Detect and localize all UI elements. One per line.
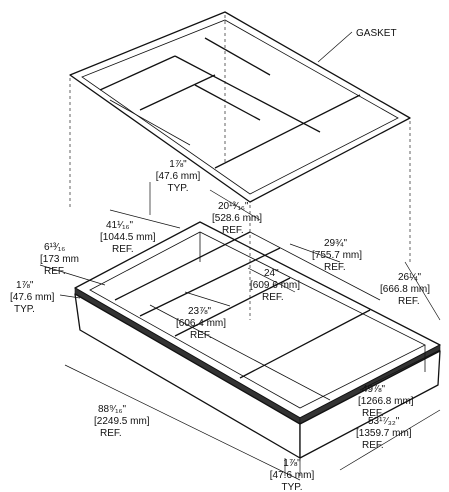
- dim-wall-width-l2: [47.6 mm]: [10, 292, 55, 303]
- curb-cross-support: [239, 309, 371, 379]
- gasket-cross-bar: [139, 74, 216, 111]
- dim-26-1-4-l3: REF.: [398, 296, 420, 307]
- dim-53-17-32-l1: 53¹⁷⁄₃₂": [368, 416, 400, 427]
- gasket-cross-bar: [214, 94, 361, 169]
- dim-29-3-4-l3: REF.: [324, 262, 346, 273]
- dim-6-13-16-l1: 6¹³⁄₁₆: [44, 242, 65, 253]
- gasket-outer-edge: [69, 11, 411, 203]
- dim-bottom-wall-l1: 1⅞": [283, 458, 301, 469]
- gasket-short-bar: [194, 84, 261, 121]
- curb-long-support: [149, 304, 331, 401]
- dimension-labels: 1⅞" [47.6 mm] TYP. 20¹³⁄₁₆" [528.6 mm] R…: [10, 159, 430, 492]
- gasket-short-bar: [204, 37, 271, 76]
- dim-88-9-16-l3: REF.: [100, 428, 122, 439]
- gasket-label: GASKET: [356, 28, 397, 39]
- curb-body: [74, 221, 441, 459]
- dim-23-7-8-l3: REF.: [190, 330, 212, 341]
- dim-88-9-16-l2: [2249.5 mm]: [94, 416, 150, 427]
- dim-gasket-width-l3: TYP.: [168, 183, 189, 194]
- gasket-long-bar: [174, 55, 321, 133]
- dim-gasket-width-l1: 1⅞": [169, 159, 187, 170]
- dim-20-13-16-l1: 20¹³⁄₁₆": [218, 201, 249, 212]
- gasket-long-bar: [109, 99, 191, 146]
- dim-53-17-32-l3: REF.: [362, 440, 384, 451]
- curb-cross-support: [139, 247, 281, 317]
- gasket-leader-line: [317, 31, 353, 63]
- projection-lines: [69, 15, 411, 320]
- gasket-frame: [69, 11, 411, 203]
- gasket-inner-edge: [81, 19, 399, 195]
- curb-side-wall: [299, 350, 441, 459]
- dim-23-7-8-l1: 23⅞": [188, 306, 211, 317]
- dim-26-1-4-l2: [666.8 mm]: [380, 284, 430, 295]
- dimension-lines: [39, 182, 441, 481]
- dim-wall-width-l1: 1⅞": [16, 280, 34, 291]
- dim-bottom-wall-l3: TYP.: [282, 482, 303, 492]
- dim-gasket-width-l2: [47.6 mm]: [156, 171, 201, 182]
- dim-41-1-16-l3: REF.: [112, 244, 134, 255]
- dim-23-7-8-l2: [606.4 mm]: [176, 318, 226, 329]
- gasket-cross-bar: [99, 55, 176, 91]
- dim-41-1-16-l2: [1044.5 mm]: [100, 232, 156, 243]
- dim-53-17-32-l2: [1359.7 mm]: [356, 428, 412, 439]
- dim-wall-width-l3: TYP.: [14, 304, 35, 315]
- curb-long-support: [249, 231, 381, 301]
- dim-26-1-4-l1: 26¼": [398, 271, 421, 283]
- dim-24-l1: 24": [264, 268, 279, 279]
- dim-29-3-4-l2: [755.7 mm]: [312, 250, 362, 261]
- dim-24-l2: [609.6 mm]: [250, 280, 300, 291]
- dim-49-7-8-l2: [1266.8 mm]: [358, 396, 414, 407]
- dim-41-1-16-l1: 41¹⁄₁₆": [106, 220, 134, 231]
- dim-6-13-16-l3: REF.: [44, 266, 66, 277]
- dim-88-9-16-l1: 88⁹⁄₁₆": [98, 404, 126, 415]
- dim-20-13-16-l3: REF.: [222, 225, 244, 236]
- dim-29-3-4-l1: 29¾": [324, 238, 347, 249]
- dim-49-7-8-l3: REF.: [362, 408, 384, 419]
- curb-cross-support: [174, 277, 291, 337]
- curb-cross-support: [114, 231, 251, 301]
- dim-bottom-wall-l2: [47.6 mm]: [270, 470, 315, 481]
- dim-6-13-16-l2: [173 mm: [40, 254, 79, 265]
- dim-24-l3: REF.: [262, 292, 284, 303]
- dim-20-13-16-l2: [528.6 mm]: [212, 213, 262, 224]
- dim-49-7-8-l1: 49⅞": [362, 384, 385, 395]
